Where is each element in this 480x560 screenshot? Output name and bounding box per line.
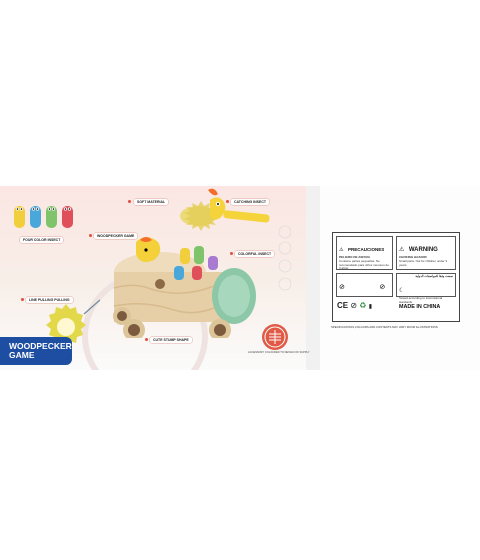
warning-title: WARNING: [408, 247, 438, 253]
side-panel: [306, 186, 320, 370]
sign-icon: ▮: [368, 304, 373, 310]
callout-dot: [226, 200, 229, 203]
callout-dot: [21, 298, 24, 301]
insect-yellow: [14, 206, 25, 228]
no-under-3-icon: ⊘: [339, 284, 345, 291]
ce-mark-icon: CE: [337, 301, 349, 310]
moon-icon: ☾: [399, 287, 405, 294]
insect-red: [62, 206, 73, 228]
warning-triangle-icon: ⚠: [399, 247, 405, 253]
precautions-text: Contiene partes pequeñas. No recomendado…: [339, 258, 389, 271]
product-title-badge: WOODPECKER GAME: [0, 337, 72, 365]
label-four-color-insect: FOUR COLOR INSECT: [20, 237, 64, 243]
warning-triangle-icon: ⚠: [339, 247, 344, 253]
certification-icons: CE ⊘ ♻ ▮: [337, 301, 372, 310]
product-title-line1: WOODPECKER: [9, 341, 72, 351]
stump-toy: [113, 237, 256, 338]
spec-note: SPECIFICATIONS,COLOURS AND CONTENTS MAY …: [331, 325, 439, 329]
brand-seal-logo: [262, 324, 288, 350]
choking-hazard-text: Small parts. Not for children under 3 ye…: [399, 258, 448, 267]
label-colorful-insects: COLORFUL INSECT: [235, 251, 275, 257]
choking-hazard-heading: CHOKING HAZARD: [399, 255, 427, 259]
label-woodpecker-game: WOODPECKER GAME: [94, 233, 138, 239]
label-pull-string: LINE PULLING PULLING: [26, 297, 73, 303]
callout-dot: [145, 338, 148, 341]
warning-cell: ⚠ WARNING CHOKING HAZARD Small parts. No…: [396, 236, 456, 270]
callout-dot: [89, 234, 92, 237]
tested-text: Tested according to international standa…: [399, 295, 443, 304]
recycle-icon: ♻: [359, 301, 367, 310]
callout-dot: [230, 252, 233, 255]
warning-label-box: ⚠ PRECAUCIONES PELIGRO DE ASFIXIA Contie…: [332, 232, 460, 322]
precautions-sub: PELIGRO DE ASFIXIA: [339, 255, 371, 259]
insect-figures: [14, 206, 73, 228]
insect-blue: [30, 206, 41, 228]
insect-green: [46, 206, 57, 228]
label-cute-stump-shape: CUTE STUMP SHAPE: [150, 337, 192, 343]
label-catching-insects: CATCHING INSECT: [231, 199, 270, 205]
callout-dot: [128, 200, 131, 203]
precautions-title: PRECAUCIONES: [347, 247, 385, 252]
product-title-line2: GAME: [9, 350, 35, 360]
tested-cell: صنعت وفقا للمواصفات الدولية ☾ Tested acc…: [396, 273, 456, 303]
age-warning-cell: ⊘ ⊘: [336, 273, 393, 297]
pull-ring: [46, 299, 100, 346]
precautions-cell: ⚠ PRECAUCIONES PELIGRO DE ASFIXIA Contie…: [336, 236, 393, 270]
made-in-china: MADE IN CHINA: [399, 304, 441, 310]
no-small-parts-icon: ⊘: [350, 301, 358, 310]
arabic-title: صنعت وفقا للمواصفات الدولية: [415, 274, 453, 278]
woodpecker-hammer: [180, 188, 270, 231]
label-soft-material: SOFT MATERIAL: [134, 199, 169, 205]
accessory-note: ACCESSORY COLOURED TO DESIGN OF SUPPLY: [248, 351, 310, 354]
no-under-3-icon: ⊘: [379, 284, 386, 291]
